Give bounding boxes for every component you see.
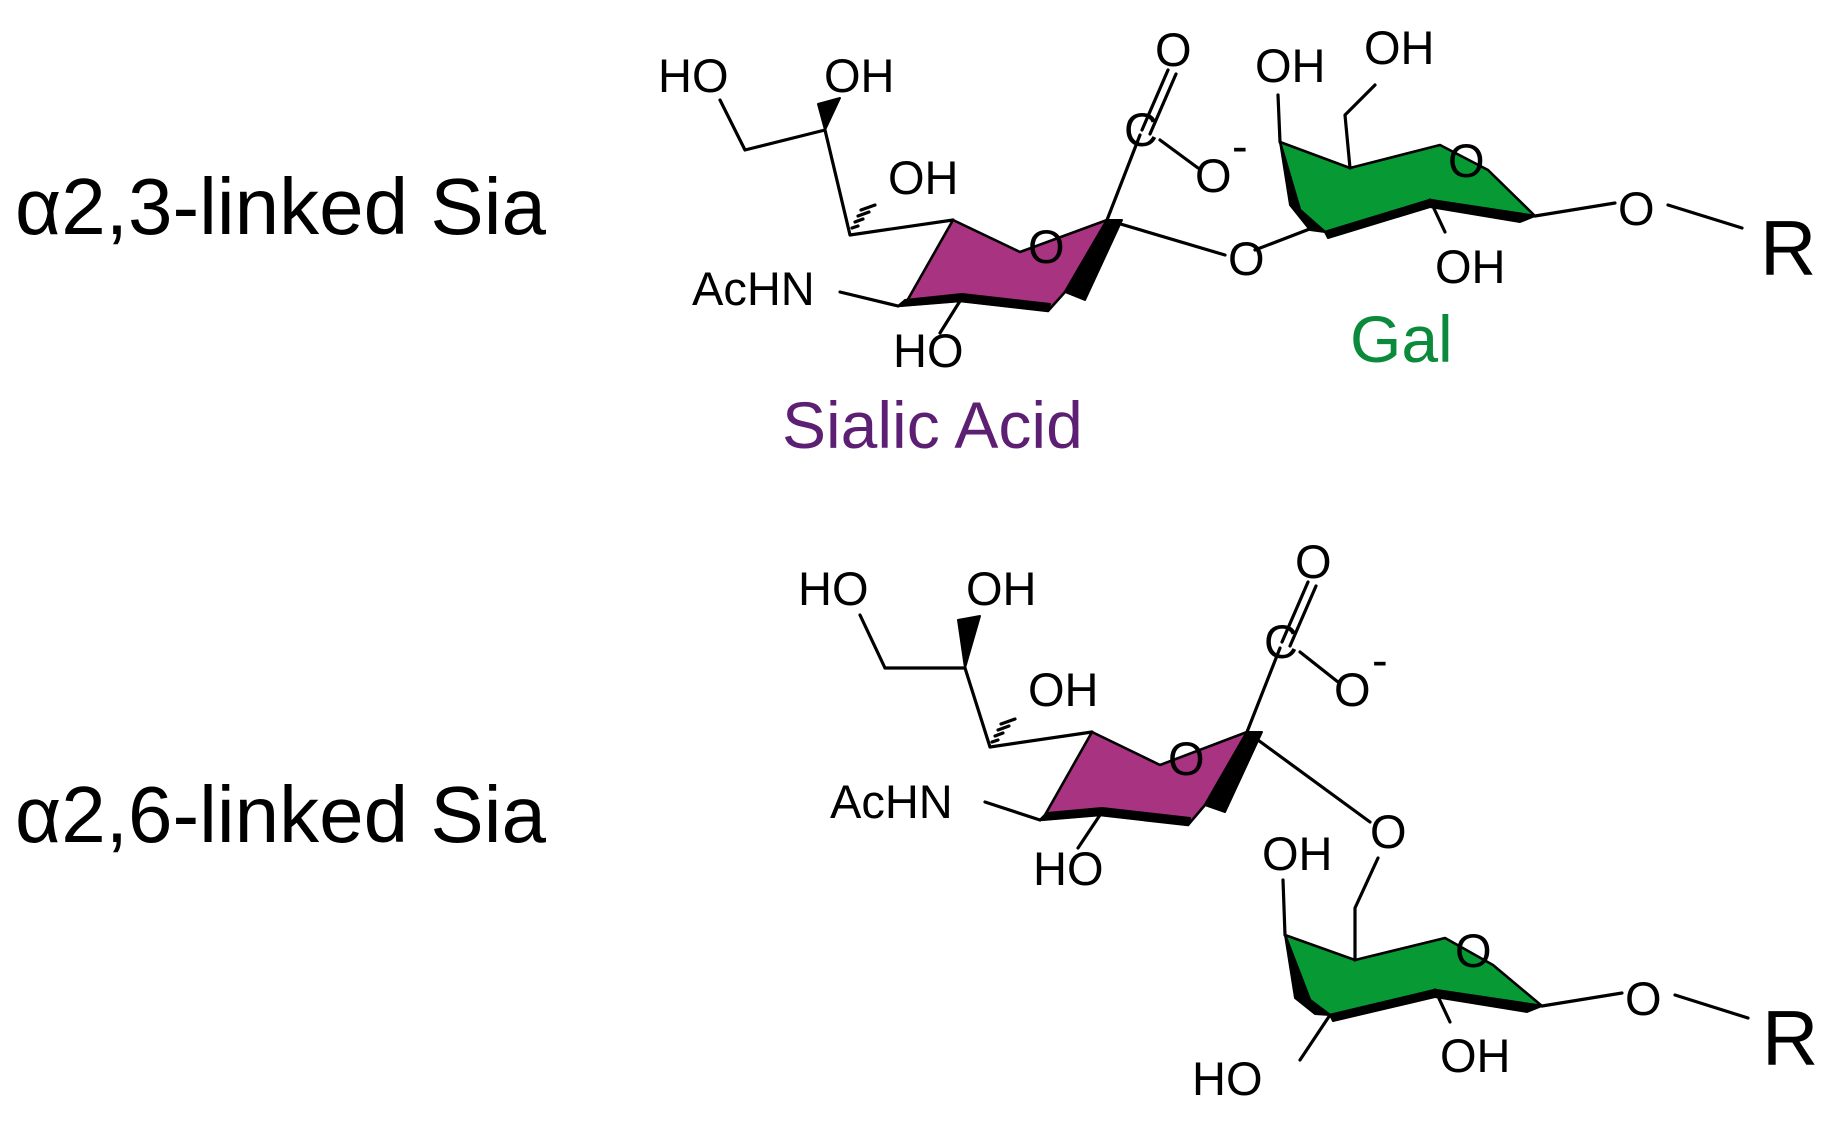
gal-ring-front-edge bbox=[1284, 934, 1331, 1016]
bond bbox=[983, 646, 1372, 850]
atom-o: O bbox=[1155, 23, 1192, 76]
bond bbox=[1288, 584, 1318, 648]
atom-oh: OH bbox=[1255, 39, 1326, 92]
atom-ho: HO bbox=[798, 562, 869, 615]
glycosidic-oxygen: O bbox=[1370, 805, 1407, 858]
bond bbox=[1298, 650, 1340, 684]
hash-bond bbox=[850, 203, 877, 230]
atom-ho: HO bbox=[658, 49, 729, 102]
atom-ho: HO bbox=[1192, 1052, 1263, 1105]
atom-o-anion: O bbox=[1334, 663, 1371, 716]
bond bbox=[1280, 580, 1310, 644]
sialic-ring-front-edge bbox=[1064, 219, 1123, 301]
bond bbox=[838, 133, 1322, 335]
atom-oh: OH bbox=[1435, 240, 1506, 293]
charge-sign: - bbox=[1372, 633, 1388, 686]
atom-o-anion: O bbox=[1195, 149, 1232, 202]
atom-ho: HO bbox=[1033, 842, 1104, 895]
caption-sialic-acid: Sialic Acid bbox=[782, 388, 1083, 462]
glycosidic-oxygen: O bbox=[1228, 232, 1265, 285]
atom-r: R bbox=[1762, 994, 1818, 1082]
hash-bond bbox=[990, 717, 1017, 744]
caption-gal: Gal bbox=[1350, 302, 1453, 376]
atom-c: C bbox=[1124, 103, 1158, 156]
atom-oh: OH bbox=[824, 49, 895, 102]
atom-oh: OH bbox=[888, 151, 959, 204]
charge-sign: - bbox=[1232, 119, 1248, 172]
row-title-a26: α2,6-linked Sia bbox=[15, 770, 546, 859]
atom-r: R bbox=[1760, 204, 1816, 292]
atom-achn: AcHN bbox=[830, 775, 953, 828]
sialic-ring-front-edge bbox=[1204, 731, 1263, 813]
bond bbox=[1281, 856, 1750, 1062]
sialic-acid-unit-a26: HO OH OH AcHN HO O C O O - O bbox=[798, 535, 1407, 895]
gal-unit-a26: OH O OH HO O R bbox=[1192, 827, 1818, 1105]
atom-ho: HO bbox=[893, 324, 964, 377]
atom-oh: OH bbox=[1028, 663, 1099, 716]
atom-oh: OH bbox=[1440, 1029, 1511, 1082]
bond bbox=[1158, 138, 1200, 170]
sialic-acid-unit-a23: HO OH OH AcHN HO O C O O - O Sialic Acid bbox=[658, 23, 1322, 462]
wedge-bond bbox=[817, 97, 841, 131]
ring-oxygen: O bbox=[1028, 220, 1065, 273]
atom-o: O bbox=[1295, 535, 1332, 588]
atom-c: C bbox=[1264, 615, 1298, 668]
row-title-a23: α2,3-linked Sia bbox=[15, 162, 546, 251]
bond bbox=[858, 613, 1094, 749]
ring-oxygen: O bbox=[1168, 732, 1205, 785]
gal-unit-a23: OH OH O OH O R Gal bbox=[1255, 21, 1816, 376]
ring-oxygen: O bbox=[1448, 134, 1485, 187]
gal-ring-front-edge bbox=[1279, 141, 1326, 233]
bond bbox=[1148, 72, 1178, 136]
atom-achn: AcHN bbox=[692, 262, 815, 315]
atom-oh: OH bbox=[966, 562, 1037, 615]
bond bbox=[1276, 83, 1744, 234]
atom-o: O bbox=[1618, 182, 1655, 235]
bond bbox=[718, 98, 955, 237]
atom-oh: OH bbox=[1262, 827, 1333, 880]
atom-oh: OH bbox=[1364, 21, 1435, 74]
bond bbox=[1140, 68, 1170, 132]
ring-oxygen: O bbox=[1455, 924, 1492, 977]
wedge-bond bbox=[957, 615, 981, 669]
atom-o: O bbox=[1625, 972, 1662, 1025]
